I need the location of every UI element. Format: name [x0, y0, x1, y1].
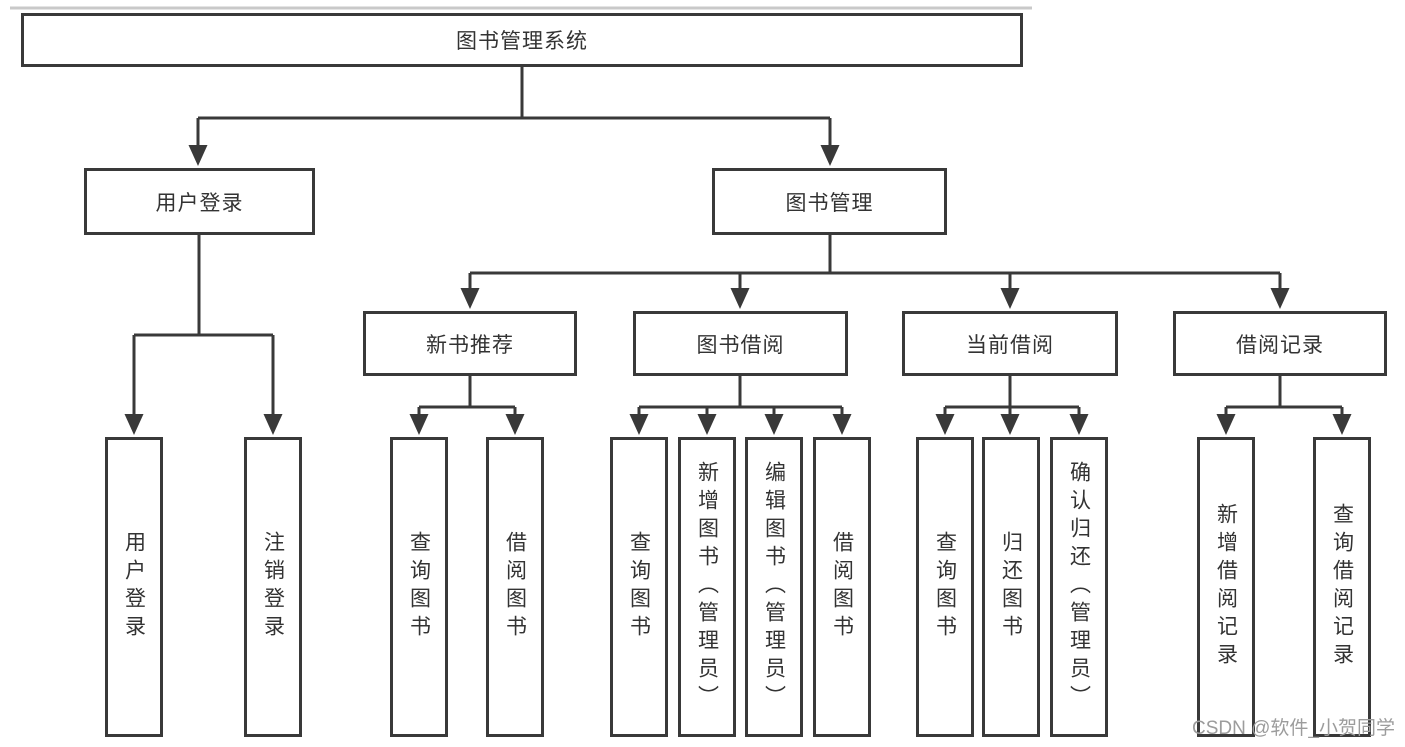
node-user-login: 用户登录: [84, 168, 315, 235]
node-label: 查询图书: [407, 531, 431, 643]
node-label: 注销登录: [261, 531, 285, 643]
node-label: 新书推荐: [426, 333, 514, 357]
node-new-book-recommendation: 新书推荐: [363, 311, 577, 376]
node-label: 用户登录: [155, 191, 244, 215]
node-label: 用户登录: [122, 531, 146, 643]
node-label: 新增图书（管理员）: [695, 461, 719, 713]
leaf-query-books-current: 查询图书: [916, 437, 974, 737]
node-label: 借阅图书: [503, 531, 527, 643]
node-label: 查询图书: [933, 531, 957, 643]
leaf-confirm-return-admin: 确认归还（管理员）: [1050, 437, 1108, 737]
node-label: 图书管理: [785, 191, 874, 215]
arrowheads: [124, 145, 1352, 435]
leaf-edit-books-admin: 编辑图书（管理员）: [745, 437, 803, 737]
leaf-query-books-recommend: 查询图书: [390, 437, 448, 737]
node-label: 图书借阅: [696, 333, 785, 357]
node-book-management: 图书管理: [712, 168, 947, 235]
node-current-borrowing: 当前借阅: [902, 311, 1118, 376]
node-label: 当前借阅: [966, 333, 1054, 357]
node-label: 借阅图书: [830, 531, 854, 643]
leaf-query-books-borrow: 查询图书: [610, 437, 668, 737]
tree-edges: [132, 67, 1344, 415]
node-label: 借阅记录: [1236, 333, 1324, 357]
leaf-user-login: 用户登录: [105, 437, 163, 737]
node-library-management-system: 图书管理系统: [21, 13, 1023, 67]
leaf-logout: 注销登录: [244, 437, 302, 737]
leaf-borrow-books-recommend: 借阅图书: [486, 437, 544, 737]
csdn-watermark: CSDN @软件_小贺同学: [1192, 718, 1395, 739]
node-book-borrowing: 图书借阅: [633, 311, 848, 376]
node-label: 查询借阅记录: [1330, 503, 1354, 671]
leaf-return-books: 归还图书: [982, 437, 1040, 737]
leaf-query-borrow-record: 查询借阅记录: [1313, 437, 1371, 737]
node-label: 确认归还（管理员）: [1067, 461, 1091, 713]
node-label: 图书管理系统: [456, 30, 588, 53]
leaf-add-books-admin: 新增图书（管理员）: [678, 437, 736, 737]
node-label: 编辑图书（管理员）: [762, 461, 786, 713]
node-borrowing-records: 借阅记录: [1173, 311, 1387, 376]
node-label: 查询图书: [627, 531, 651, 643]
node-label: 新增借阅记录: [1214, 503, 1238, 671]
leaf-borrow-books: 借阅图书: [813, 437, 871, 737]
node-label: 归还图书: [999, 531, 1023, 643]
leaf-add-borrow-record: 新增借阅记录: [1197, 437, 1255, 737]
